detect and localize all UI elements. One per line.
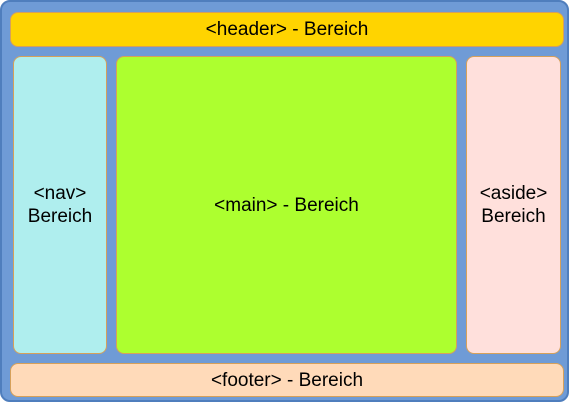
footer-area-label: <footer> - Bereich (210, 369, 364, 391)
nav-area: <nav> Bereich (13, 56, 107, 354)
aside-area: <aside> Bereich (466, 56, 561, 354)
header-area: <header> - Bereich (10, 12, 564, 47)
footer-area: <footer> - Bereich (10, 363, 564, 397)
main-area: <main> - Bereich (116, 56, 457, 354)
header-area-label: <header> - Bereich (205, 19, 369, 40)
nav-area-label: <nav> Bereich (27, 183, 93, 227)
aside-area-label: <aside> Bereich (479, 183, 548, 227)
main-area-label: <main> - Bereich (214, 194, 359, 216)
